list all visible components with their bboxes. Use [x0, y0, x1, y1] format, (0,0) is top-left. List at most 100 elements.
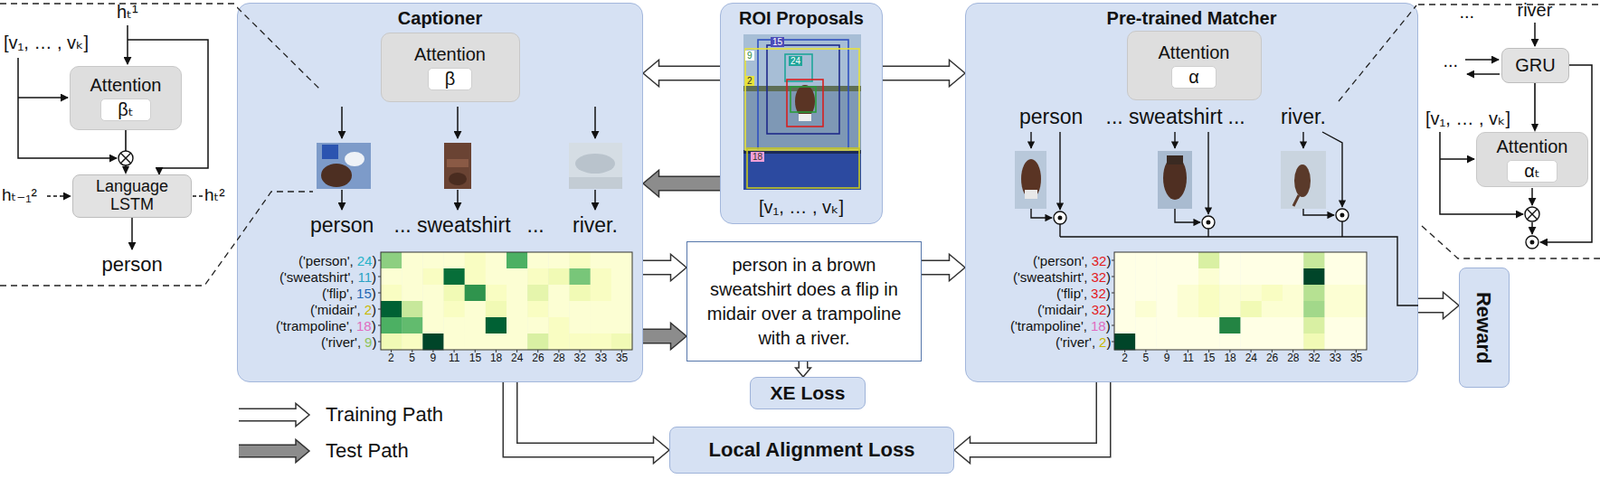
- heatmap-cell: [1198, 333, 1221, 351]
- signal-line: [341, 106, 596, 210]
- region-tag: 15: [770, 37, 785, 48]
- row-bracket: ): [371, 285, 377, 302]
- heatmap-cell: [380, 317, 402, 334]
- heatmap-cell: [1282, 301, 1305, 318]
- heatmap-cell: [1219, 333, 1241, 351]
- region-image: [568, 177, 623, 190]
- signal-line: [1031, 132, 1419, 306]
- heatmap-cell: [1260, 301, 1283, 318]
- heatmap-cell: [1219, 284, 1241, 302]
- heatmap-cell: [401, 301, 423, 318]
- signal-line: [126, 25, 129, 65]
- region-image: [1024, 189, 1038, 199]
- signal-line: [340, 106, 343, 139]
- label: ...: [1443, 50, 1459, 72]
- heatmap-cell: [589, 333, 611, 351]
- heatmap-cell: [1219, 252, 1241, 269]
- signal-line: [1031, 208, 1052, 218]
- axis-tick: [378, 340, 381, 342]
- row-bracket: ): [371, 269, 377, 285]
- axis-tick: [378, 275, 381, 277]
- heatmap-cell: [1198, 284, 1221, 302]
- signal-line: [1059, 224, 1061, 237]
- legend-arrow: [295, 439, 310, 463]
- heatmap-cell: [380, 333, 402, 351]
- dot-product-symbol: [1340, 213, 1345, 218]
- legend-text: Training Path: [325, 403, 444, 427]
- heatmap-cell: [1240, 317, 1262, 334]
- training-path-arrow: [510, 382, 670, 464]
- region-tag: 2: [745, 75, 755, 86]
- heatmap-cell: [506, 284, 528, 302]
- heatmap-cell: [1114, 252, 1137, 269]
- heatmap-cell: [1344, 284, 1367, 302]
- heatmap-cell: [548, 317, 569, 334]
- multiply-symbol: [120, 152, 131, 163]
- signal-line: [1059, 132, 1061, 210]
- region-image: [568, 142, 623, 190]
- test-path-arrow: [643, 330, 673, 343]
- heatmap-cell: [1114, 333, 1137, 351]
- dot-product-symbol: [1053, 208, 1349, 229]
- heatmap-cell: [1176, 252, 1199, 269]
- heatmap-cell: [463, 301, 485, 318]
- legend-arrow: [236, 437, 313, 465]
- word: river: [1517, 0, 1553, 21]
- row-label: ('person',24): [298, 253, 377, 269]
- heatmap-cell: [463, 317, 485, 334]
- heatmap-cell: [422, 317, 444, 334]
- row-label: ('trampoline',18): [275, 318, 377, 334]
- heatmap-cell: [1344, 252, 1367, 269]
- heatmap-cell: [506, 301, 528, 318]
- heatmap-cell: [1219, 317, 1241, 334]
- heatmap-cell: [1344, 301, 1367, 318]
- roi-image: [743, 34, 862, 190]
- row-word: ('river',: [1055, 334, 1096, 351]
- region-tag: 9: [745, 50, 755, 61]
- axis-tick: [1111, 308, 1115, 310]
- heatmap-cell: [443, 333, 464, 351]
- heatmap-cell: [1240, 301, 1262, 318]
- row-index: 9: [364, 334, 372, 351]
- tick-label: 24: [1245, 352, 1258, 366]
- heatmap-cell: [443, 301, 464, 318]
- attention-symbol: αₜ: [1506, 160, 1557, 183]
- heatmap-cell: [568, 301, 590, 318]
- training-path-arrow: [643, 261, 673, 275]
- heatmap-cell: [1114, 268, 1137, 285]
- row-label: ('river',9): [321, 334, 377, 351]
- heatmap-cell: [380, 252, 402, 269]
- row-index: 2: [1098, 334, 1107, 351]
- heatmap-cell: [610, 317, 632, 334]
- training-path-arrow: [653, 436, 671, 464]
- region-tag: 24: [788, 56, 803, 67]
- row-index: 15: [356, 285, 372, 302]
- tick-label: 15: [469, 352, 482, 366]
- heatmap-cell: [1324, 284, 1346, 302]
- arrow-line: [1533, 83, 1536, 124]
- legend-arrow: [238, 409, 298, 421]
- heatmap-cell: [1176, 268, 1199, 285]
- box-label: GRU: [1514, 55, 1555, 76]
- tick-label: 2: [1121, 352, 1128, 366]
- signal-line: [1465, 58, 1499, 61]
- axis-tick: [1111, 275, 1115, 277]
- heatmap-cell: [1303, 252, 1326, 269]
- heatmap-cell: [422, 333, 444, 351]
- signal-line: [1439, 158, 1475, 161]
- dot-product-symbol: [1525, 236, 1539, 249]
- heatmap-cell: [548, 284, 569, 302]
- row-word: ('person',: [1032, 253, 1089, 269]
- heatmap-cell: [610, 252, 632, 269]
- signal-line: [1060, 236, 1419, 306]
- row-label: ('sweatshirt',11): [279, 269, 377, 285]
- panel-title: ROI Proposals: [738, 8, 864, 29]
- heatmap-cell: [443, 268, 464, 285]
- heatmap-cell: [1260, 284, 1283, 302]
- heatmap-frame: [1114, 252, 1367, 351]
- heatmap-cell: [1303, 268, 1326, 285]
- heatmap-frame: [380, 252, 633, 351]
- row-bracket: ): [371, 253, 377, 269]
- row-bracket: ): [1106, 334, 1111, 351]
- heatmap-cell: [443, 317, 464, 334]
